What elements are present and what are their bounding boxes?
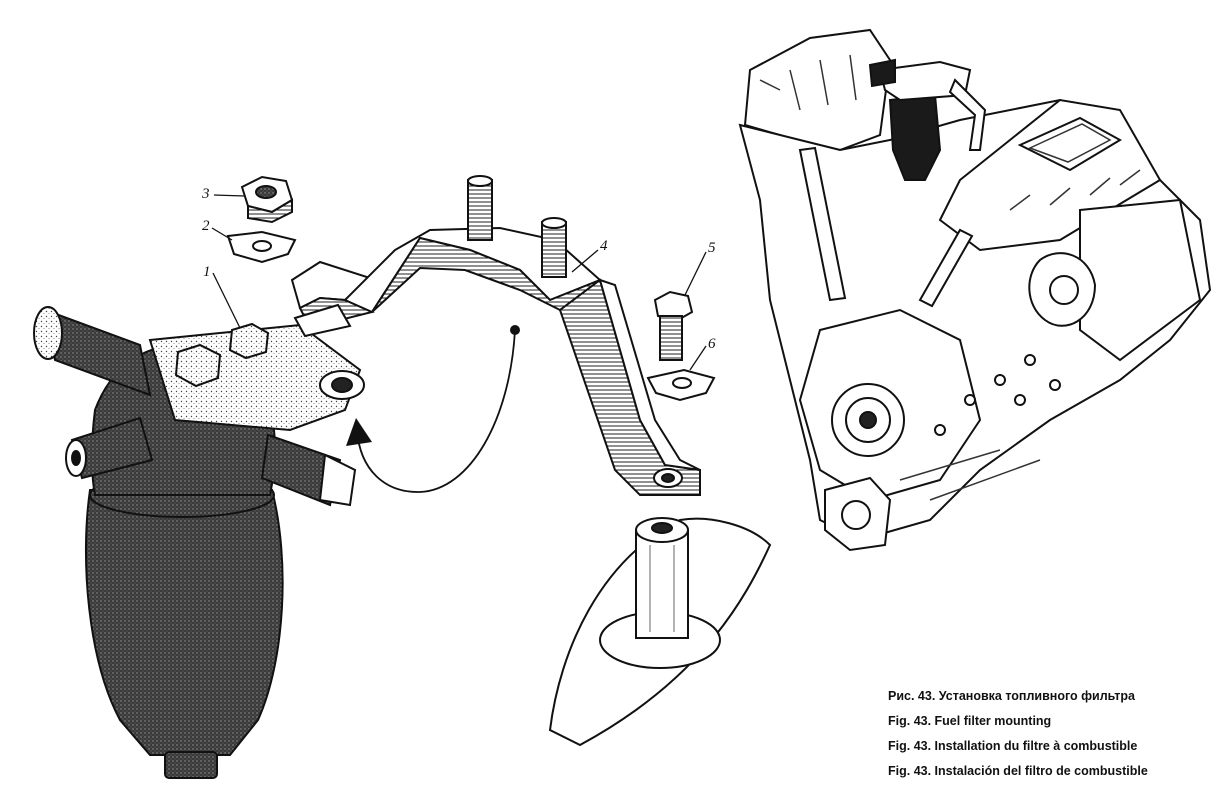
lock-washer-part-2: [226, 230, 297, 264]
caption-english: Fig. 43. Fuel filter mounting: [888, 714, 1052, 728]
figure-caption: Рис. 43. Установка топливного фильтра Fi…: [888, 684, 1208, 784]
assembly-arrow: [346, 325, 520, 493]
lock-washer-part-6: [646, 368, 716, 402]
label-part-5: 5: [708, 240, 716, 256]
label-part-2: 2: [202, 218, 210, 234]
label-part-4: 4: [600, 238, 608, 254]
label-part-3: 3: [201, 186, 210, 202]
bracket-part-4: [290, 175, 701, 496]
caption-french: Fig. 43. Installation du filtre à combus…: [888, 739, 1138, 753]
mounting-boss: [548, 517, 772, 747]
fuel-filter-assembly: [33, 306, 365, 779]
label-part-6: 6: [708, 336, 716, 352]
caption-russian: Рис. 43. Установка топливного фильтра: [888, 689, 1135, 703]
leader-lines: [211, 194, 707, 371]
bolt-part-5: [653, 290, 694, 361]
caption-spanish: Fig. 43. Instalación del filtro de combu…: [888, 764, 1148, 778]
nut-part-3: [240, 175, 294, 224]
label-part-1: 1: [203, 264, 211, 280]
engine-illustration: [738, 28, 1212, 552]
